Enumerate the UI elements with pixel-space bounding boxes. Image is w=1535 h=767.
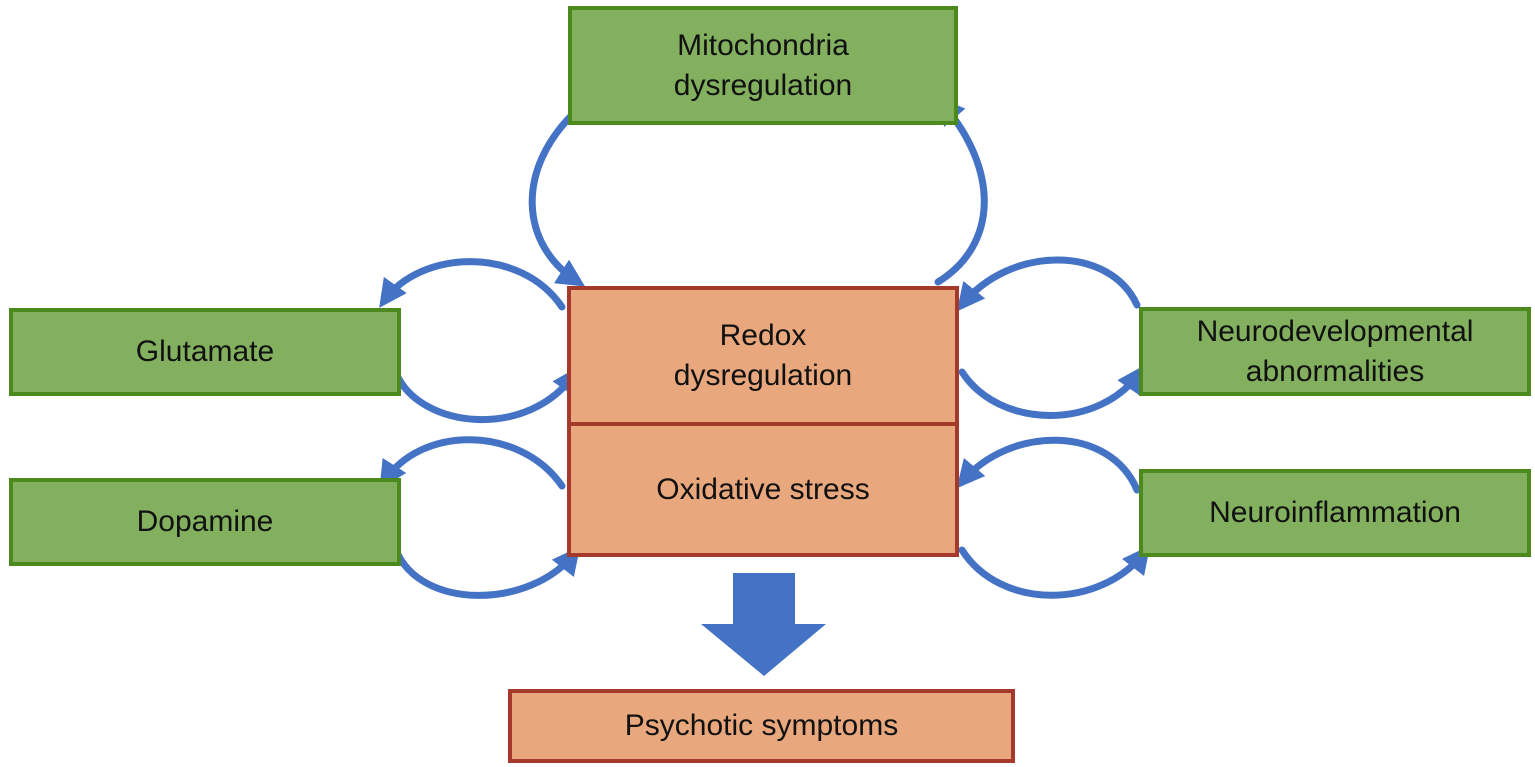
oxidative-label: Oxidative stress — [656, 472, 870, 506]
redox-dysregulation-box: Redox dysregulation — [567, 286, 959, 426]
dopamine-box: Dopamine — [9, 478, 401, 566]
neurodevelopmental-abnormalities-box: Neurodevelopmental abnormalities — [1139, 307, 1531, 396]
oxidative-stress-box: Oxidative stress — [567, 422, 959, 557]
arrow-redox-to-glutamate — [379, 258, 566, 311]
mitochondria-line1: Mitochondria — [677, 28, 849, 62]
arrow-neuroinflammation-to-oxidative — [956, 436, 1141, 494]
neuroinflammation-box: Neuroinflammation — [1139, 469, 1531, 557]
mitochondria-dysregulation-box: Mitochondria dysregulation — [568, 6, 958, 125]
arrow-redox-to-mito — [934, 96, 988, 286]
arrow-neurodev-to-redox — [956, 256, 1141, 312]
arrow-mito-to-redox — [528, 108, 586, 287]
redox-line2: dysregulation — [673, 359, 853, 392]
neuroinflammation-label: Neuroinflammation — [1209, 496, 1461, 529]
psychotic-symptoms-box: Psychotic symptoms — [508, 689, 1015, 763]
arrow-oxidative-to-neuroinflammation — [958, 545, 1151, 599]
down-arrow-to-psychotic — [701, 573, 826, 676]
glutamate-label: Glutamate — [135, 335, 275, 368]
arrow-redox-to-neurodev — [958, 365, 1145, 419]
arrow-oxidative-to-dopamine — [379, 436, 566, 490]
arrow-glutamate-to-redox — [392, 366, 580, 423]
arrow-dopamine-to-oxidative — [392, 546, 581, 599]
dopamine-label: Dopamine — [136, 505, 274, 538]
redox-line1: Redox — [719, 319, 807, 352]
glutamate-box: Glutamate — [9, 308, 401, 396]
psychotic-label: Psychotic symptoms — [624, 709, 899, 742]
neurodev-line2: abnormalities — [1245, 354, 1425, 388]
mitochondria-line2: dysregulation — [673, 68, 853, 102]
neurodev-line1: Neurodevelopmental — [1196, 314, 1474, 348]
